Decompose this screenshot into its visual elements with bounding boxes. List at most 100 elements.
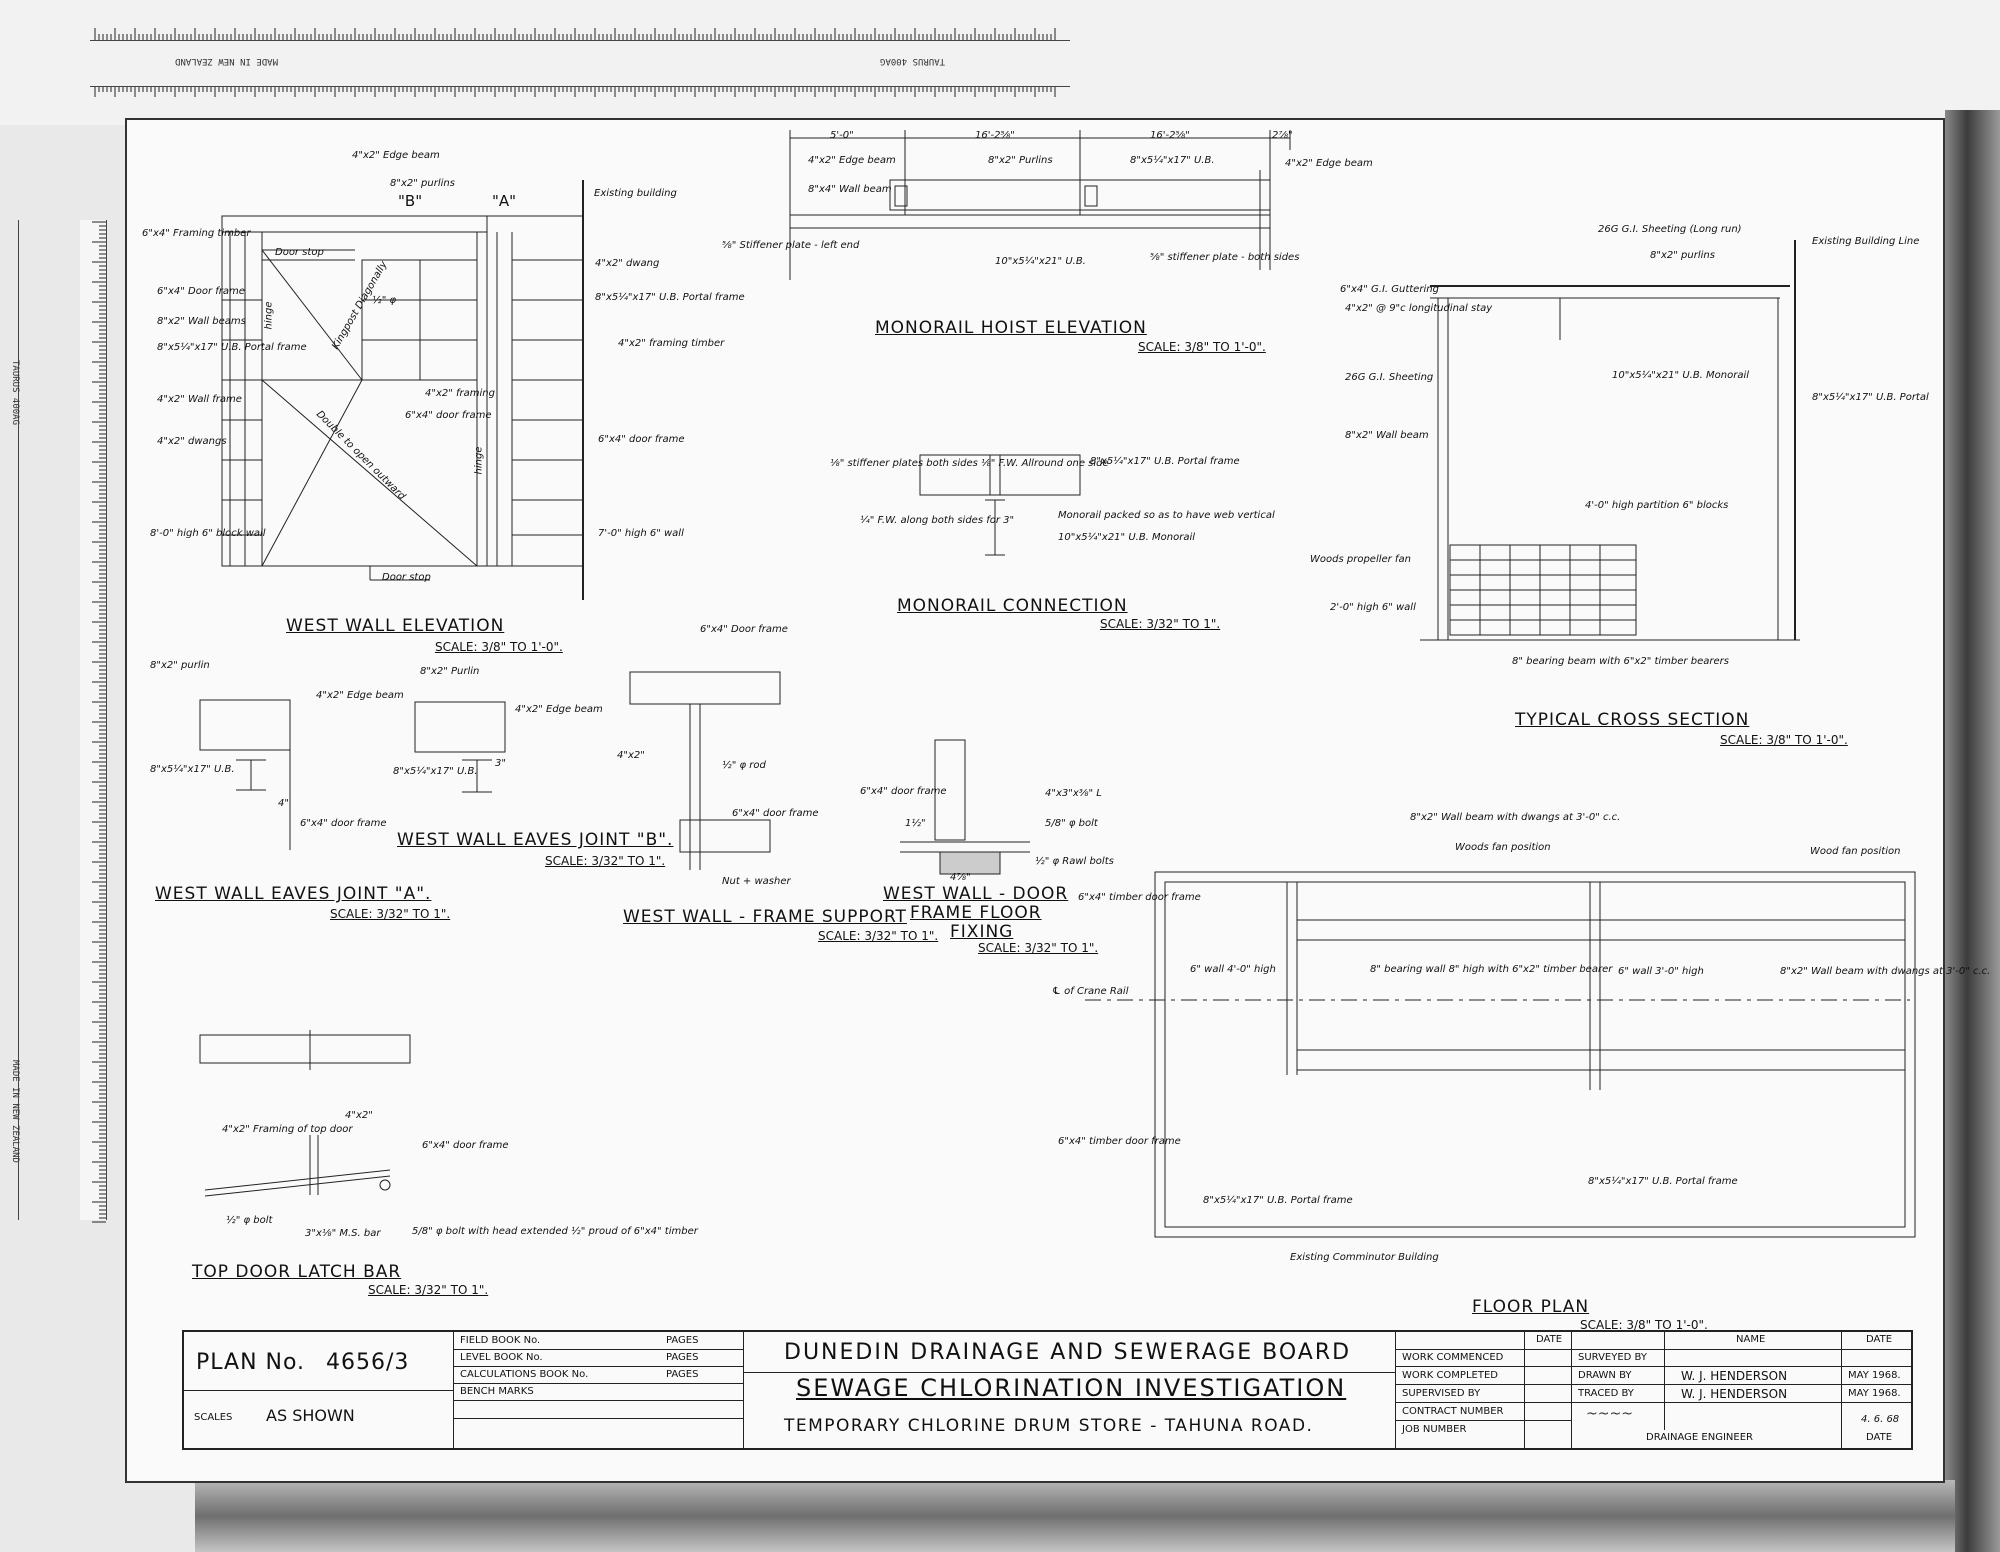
note-ej-ub: 8"x5¼"x17" U.B.	[150, 764, 235, 775]
west-wall-elevation-title: WEST WALL ELEVATION	[286, 616, 505, 636]
note-fp-door-2: 6"x4" timber door frame	[1058, 1136, 1181, 1147]
work-completed-label: WORK COMPLETED	[1402, 1370, 1498, 1381]
note-door-stop: Door stop	[275, 247, 324, 258]
note-mh-stiffener: ⅝" Stiffener plate - left end	[722, 240, 860, 251]
note-existing-building: Existing building	[594, 188, 677, 199]
eaves-joint-a-scale: SCALE: 3/32" TO 1".	[330, 907, 451, 921]
note-mc-fw: ¼" F.W. along both sides for 3"	[860, 515, 1015, 526]
door-frame-fixing-title-3: FIXING	[950, 922, 1014, 942]
note-door-stop-2: Door stop	[382, 572, 431, 583]
note-fp-fan: Woods fan position	[1455, 842, 1551, 853]
note-wall-frame: 4"x2" Wall frame	[157, 394, 242, 405]
scales-value: AS SHOWN	[266, 1406, 355, 1425]
calc-book-label: CALCULATIONS BOOK No.	[460, 1369, 589, 1380]
note-block-wall: 8'-0" high 6" block wall	[150, 528, 266, 539]
note-cs-wall-beam: 8"x2" Wall beam	[1345, 430, 1429, 441]
date-header: DATE	[1536, 1334, 1563, 1345]
note-mh-ub: 8"x5¼"x17" U.B.	[1130, 155, 1215, 166]
note-rod: ½" φ	[372, 295, 397, 306]
surveyed-by-label: SURVEYED BY	[1578, 1352, 1647, 1363]
note-mh-dim-2: 16'-2⅝"	[975, 130, 1015, 141]
note-hinge-left: hinge	[263, 301, 275, 330]
note-tl-door: 6"x4" door frame	[422, 1140, 509, 1151]
work-commenced-label: WORK COMMENCED	[1402, 1352, 1504, 1363]
note-mc-portal: 8"x5¼"x17" U.B. Portal frame	[1090, 456, 1240, 467]
note-mh-stiffener-2: ⅝" stiffener plate - both sides	[1150, 252, 1300, 263]
monorail-hoist-elevation-drawing	[789, 130, 1291, 280]
project-title: SEWAGE CHLORINATION INVESTIGATION	[796, 1374, 1347, 1402]
eaves-joint-drawings	[199, 699, 506, 850]
eaves-joint-a-title: WEST WALL EAVES JOINT "A".	[155, 884, 432, 904]
note-cs-sheeting-2: 26G G.I. Sheeting	[1345, 372, 1434, 383]
top-door-latch-bar-scale: SCALE: 3/32" TO 1".	[368, 1283, 489, 1297]
engineer-signature: ~~~~	[1586, 1406, 1633, 1422]
supervised-by-label: SUPERVISED BY	[1402, 1388, 1481, 1399]
organization-name: DUNEDIN DRAINAGE AND SEWERAGE BOARD	[784, 1340, 1352, 1365]
note-mc-stiffener: ⅛" stiffener plates both sides ⅛" F.W. A…	[830, 458, 1109, 469]
floor-plan-scale: SCALE: 3/8" TO 1'-0".	[1580, 1318, 1708, 1332]
eaves-joint-b-title: WEST WALL EAVES JOINT "B".	[397, 830, 674, 850]
title-block: PLAN No. 4656/3 SCALES AS SHOWN FIELD BO…	[182, 1330, 1913, 1450]
note-ej-door: 6"x4" door frame	[300, 818, 387, 829]
marker-a: "A"	[492, 192, 517, 210]
note-framing-timber-4x2: 4"x2" framing timber	[618, 338, 725, 349]
note-fp-wall-beam-2: 8"x2" Wall beam with dwangs at 3'-0" c.c…	[1780, 966, 1991, 977]
drawn-date: MAY 1968.	[1848, 1370, 1901, 1381]
plan-number-cell: PLAN No. 4656/3 SCALES AS SHOWN	[184, 1332, 454, 1448]
note-portal-frame-left: 8"x5¼"x17" U.B. Portal frame	[157, 342, 307, 353]
top-door-latch-bar-title: TOP DOOR LATCH BAR	[192, 1262, 402, 1282]
name-header: NAME	[1736, 1334, 1766, 1345]
note-purlins: 8"x2" purlins	[390, 178, 455, 189]
scan-edge-right	[1945, 110, 2000, 1552]
note-door-frame: 6"x4" Door frame	[157, 286, 245, 297]
door-frame-fixing-title-2: FRAME FLOOR	[910, 903, 1042, 923]
ruler-ticks	[92, 28, 1056, 1223]
note-cs-existing-line: Existing Building Line	[1812, 236, 1920, 247]
note-ej-purlin: 8"x2" purlin	[150, 660, 210, 671]
note-mh-purlins: 8"x2" Purlins	[988, 155, 1053, 166]
note-fs-nut: Nut + washer	[722, 876, 791, 887]
scan-edge-bottom	[195, 1480, 1955, 1552]
note-ejb-ub: 8"x5¼"x17" U.B.	[393, 766, 478, 777]
note-cs-monorail: 10"x5¼"x21" U.B. Monorail	[1612, 370, 1750, 381]
note-fp-existing: Existing Comminutor Building	[1290, 1252, 1439, 1263]
ruler-left-edge	[18, 220, 37, 1220]
note-ej-edge: 4"x2" Edge beam	[316, 690, 404, 701]
note-mh-wall-beam: 8"x4" Wall beam	[808, 184, 892, 195]
note-df-angle: 4"x3"x⅜" L	[1045, 788, 1102, 799]
note-door-frame-centre: 6"x4" door frame	[405, 410, 492, 421]
note-fp-portal: 8"x5¼"x17" U.B. Portal frame	[1203, 1195, 1353, 1206]
note-tl-bolt-2: 5/8" φ bolt with head extended ½" proud …	[412, 1226, 698, 1237]
ruler-top-metric	[90, 86, 1070, 105]
project-title-cell: DUNEDIN DRAINAGE AND SEWERAGE BOARD SEWA…	[744, 1332, 1396, 1448]
pages-label-1: PAGES	[666, 1335, 699, 1346]
note-df-rawl: ½" φ Rawl bolts	[1035, 856, 1114, 867]
top-door-latch-bar-drawing	[199, 1030, 411, 1197]
plan-number: 4656/3	[326, 1350, 410, 1375]
note-door-frame-right: 6"x4" door frame	[598, 434, 685, 445]
drainage-engineer-label: DRAINAGE ENGINEER	[1646, 1432, 1753, 1443]
note-mh-dim-1: 5'-0"	[830, 130, 854, 141]
drawing-sheet	[125, 118, 1945, 1483]
note-wall-beams: 8"x2" Wall beams	[157, 316, 246, 327]
sign-date-label: DATE	[1866, 1432, 1893, 1443]
note-mc-packed: Monorail packed so as to have web vertic…	[1058, 510, 1275, 521]
frame-support-title: WEST WALL - FRAME SUPPORT	[623, 907, 907, 927]
level-book-label: LEVEL BOOK No.	[460, 1352, 543, 1363]
note-fp-fan-2: Wood fan position	[1810, 846, 1901, 857]
note-cs-sheeting: 26G G.I. Sheeting (Long run)	[1598, 224, 1742, 235]
note-mh-dim-4: 2⅞"	[1272, 130, 1293, 141]
note-mh-monorail: 10"x5¼"x21" U.B.	[995, 256, 1086, 267]
note-fs-door-2: 6"x4" door frame	[732, 808, 819, 819]
note-fs-door: 6"x4" Door frame	[700, 624, 788, 635]
marker-b: "B"	[398, 192, 423, 210]
traced-date: MAY 1968.	[1848, 1388, 1901, 1399]
note-fp-portal-2: 8"x5¼"x17" U.B. Portal frame	[1588, 1176, 1738, 1187]
note-ej-dim: 4"	[278, 798, 289, 809]
note-fp-bearing: 8" bearing wall 8" high with 6"x2" timbe…	[1370, 964, 1613, 975]
date-header-2: DATE	[1866, 1334, 1893, 1345]
monorail-hoist-elevation-scale: SCALE: 3/8" TO 1'-0".	[1138, 340, 1266, 354]
note-fs-rod: ½" φ rod	[722, 760, 766, 771]
floor-plan-drawing	[1085, 871, 1916, 1238]
